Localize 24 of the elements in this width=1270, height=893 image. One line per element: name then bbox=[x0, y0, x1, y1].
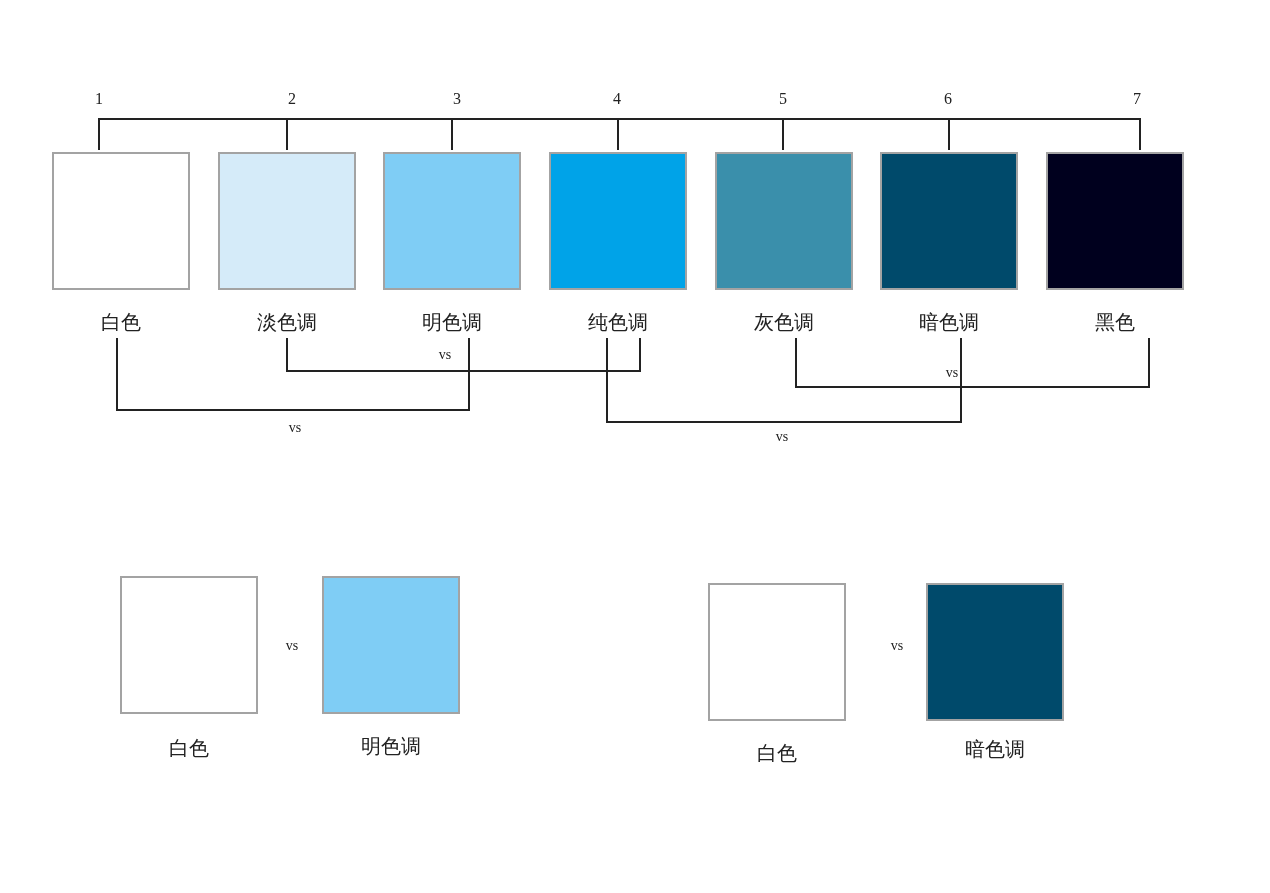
swatch-caption: 明色调 bbox=[361, 734, 421, 758]
callout-number: 4 bbox=[613, 91, 621, 107]
comparison-label: vs bbox=[890, 639, 904, 653]
callout-number: 2 bbox=[288, 91, 296, 107]
swatch-caption: 灰色调 bbox=[754, 310, 814, 334]
callout-number: 7 bbox=[1133, 91, 1141, 107]
bracket-connector bbox=[286, 337, 641, 372]
swatch-caption: 淡色调 bbox=[257, 310, 317, 334]
swatch-caption: 黑色 bbox=[1095, 310, 1135, 334]
bracket-connector bbox=[606, 337, 962, 423]
callout-number: 6 bbox=[944, 91, 952, 107]
swatch-caption: 纯色调 bbox=[588, 310, 648, 334]
swatch-caption: 白色 bbox=[757, 741, 797, 765]
comparison-label: vs bbox=[285, 639, 299, 653]
swatch-caption: 明色调 bbox=[422, 310, 482, 334]
swatch-caption: 白色 bbox=[101, 310, 141, 334]
callout-number: 3 bbox=[453, 91, 461, 107]
swatch-caption: 暗色调 bbox=[965, 737, 1025, 761]
swatch-caption: 白色 bbox=[169, 736, 209, 760]
callout-number: 5 bbox=[779, 91, 787, 107]
bracket-connector bbox=[795, 337, 1150, 388]
bracket-connector bbox=[116, 337, 470, 411]
swatch-caption: 暗色调 bbox=[919, 310, 979, 334]
callout-number: 1 bbox=[95, 91, 103, 107]
